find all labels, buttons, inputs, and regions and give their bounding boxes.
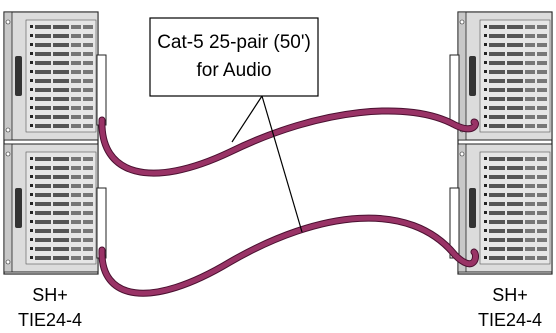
jack-row [30, 115, 93, 119]
jack-row [484, 184, 547, 188]
jack-row [484, 220, 547, 224]
left-unit-label-line-2: TIE24-4 [18, 310, 82, 330]
jack-row [30, 175, 93, 179]
left-tie-panel [3, 11, 107, 275]
jack-row [30, 229, 93, 233]
jack-row [484, 52, 547, 56]
jack-row [30, 166, 93, 170]
jack-row [484, 256, 547, 260]
jack-row [484, 202, 547, 206]
jack-row [484, 247, 547, 251]
jack-row [484, 61, 547, 65]
jack-row [484, 88, 547, 92]
jack-row [30, 34, 93, 38]
jack-row [30, 247, 93, 251]
right-tie-panel [449, 11, 553, 275]
upper-cable [98, 107, 479, 177]
callout-line-1: Cat-5 25-pair (50') [157, 32, 311, 53]
jack-row [30, 52, 93, 56]
jack-row [484, 79, 547, 83]
jack-row [30, 184, 93, 188]
jack-row [30, 97, 93, 101]
jack-row [30, 211, 93, 215]
jack-row [484, 193, 547, 197]
jack-row [30, 238, 93, 242]
lower-cable [98, 214, 479, 297]
jack-row [484, 97, 547, 101]
jack-row [484, 34, 547, 38]
callout-leader-upper [231, 95, 263, 143]
left-upper-connector [96, 54, 107, 126]
jack-row [484, 238, 547, 242]
jack-row [30, 79, 93, 83]
jack-row [30, 61, 93, 65]
jack-row [30, 88, 93, 92]
jack-row [484, 175, 547, 179]
callout-leader-lower [261, 95, 303, 233]
jack-row [484, 115, 547, 119]
jack-row [30, 202, 93, 206]
callout-line-2: for Audio [197, 60, 272, 81]
left-panel-upper-section [3, 11, 99, 141]
right-upper-connector [449, 54, 460, 126]
jack-row [30, 124, 93, 128]
jack-row [30, 43, 93, 47]
jack-row [484, 70, 547, 74]
jack-row [30, 25, 93, 29]
jack-row [484, 211, 547, 215]
cable-callout: Cat-5 25-pair (50') for Audio [149, 17, 319, 233]
jack-row [30, 193, 93, 197]
jack-row [30, 106, 93, 110]
jack-row [484, 229, 547, 233]
jack-row [30, 157, 93, 161]
jack-row [484, 124, 547, 128]
callout-box [149, 17, 319, 97]
left-panel-lower-section [3, 143, 99, 273]
jack-row [484, 106, 547, 110]
jack-row [30, 220, 93, 224]
jack-row [484, 166, 547, 170]
jack-row [484, 157, 547, 161]
jack-row [30, 70, 93, 74]
jack-row [484, 43, 547, 47]
right-unit-label-line-1: SH+ [492, 285, 528, 305]
jack-row [30, 256, 93, 260]
right-unit-label-line-2: TIE24-4 [478, 310, 542, 330]
jack-row [484, 25, 547, 29]
left-unit-label-line-1: SH+ [32, 285, 68, 305]
